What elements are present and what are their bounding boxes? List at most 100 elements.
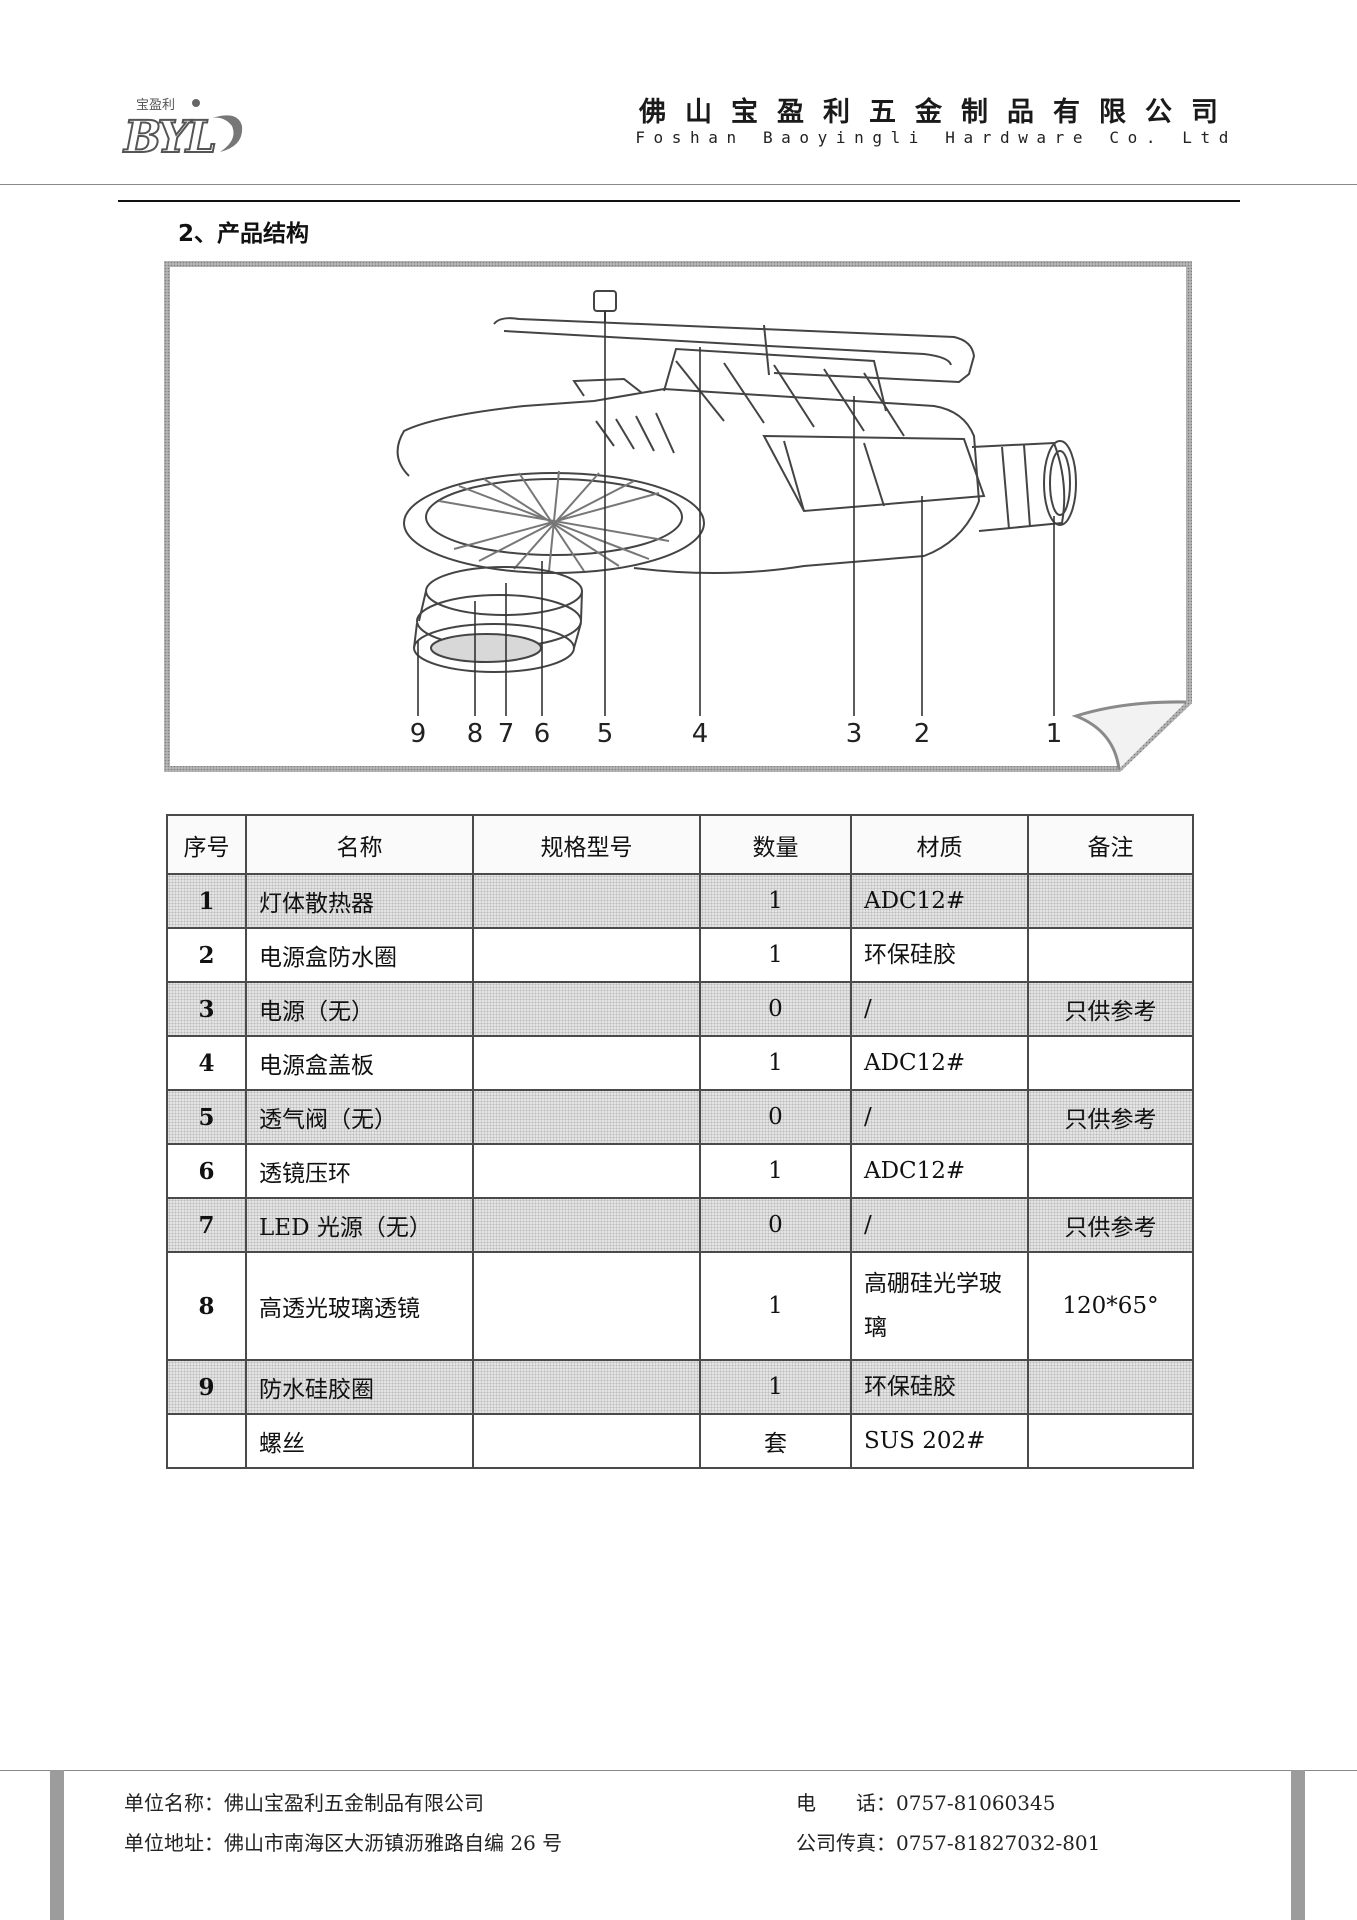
logo-text-top: 宝盈利 <box>136 98 175 113</box>
cell-no: 5 <box>166 1089 247 1145</box>
footer-side-bar-right <box>1291 1770 1305 1920</box>
header-material: 材质 <box>850 814 1029 875</box>
cell-name: 电源（无） <box>245 981 474 1037</box>
callout-2: 2 <box>914 719 931 749</box>
cell-note <box>1027 1413 1194 1469</box>
header-no: 序号 <box>166 814 247 875</box>
table-row: 3 电源（无） 0 / 只供参考 <box>166 981 1194 1037</box>
cell-note: 只供参考 <box>1027 1197 1194 1253</box>
footer-side-bar-left <box>50 1770 64 1920</box>
header-name: 名称 <box>245 814 474 875</box>
table-row: 8 高透光玻璃透镜 1 高硼硅光学玻璃 120*65° <box>166 1251 1194 1361</box>
cell-qty: 1 <box>699 1143 852 1199</box>
callout-4: 4 <box>692 719 709 749</box>
cell-name: 透气阀（无） <box>245 1089 474 1145</box>
callout-3: 3 <box>846 719 863 749</box>
cell-material: ADC12# <box>850 1035 1029 1091</box>
table-row: 2 电源盒防水圈 1 环保硅胶 <box>166 927 1194 983</box>
cell-material: 高硼硅光学玻璃 <box>850 1251 1029 1361</box>
header-divider-thick <box>118 200 1240 202</box>
cell-note <box>1027 1359 1194 1415</box>
cell-note <box>1027 1143 1194 1199</box>
cell-name: 高透光玻璃透镜 <box>245 1251 474 1361</box>
footer-unit-address: 单位地址：佛山市南海区大沥镇沥雅路自编 26 号 <box>124 1831 563 1855</box>
callout-9: 9 <box>410 719 427 749</box>
header-spec: 规格型号 <box>472 814 701 875</box>
cell-name: 螺丝 <box>245 1413 474 1469</box>
cell-no: 2 <box>166 927 247 983</box>
table-row: 6 透镜压环 1 ADC12# <box>166 1143 1194 1199</box>
company-name-en: Foshan Baoyingli Hardware Co. Ltd <box>635 128 1237 147</box>
cell-qty: 1 <box>699 1359 852 1415</box>
cell-name: 透镜压环 <box>245 1143 474 1199</box>
cell-material: / <box>850 1089 1029 1145</box>
cell-no <box>166 1413 247 1469</box>
section-title: 2、产品结构 <box>178 221 310 247</box>
cell-note: 只供参考 <box>1027 1089 1194 1145</box>
cell-spec <box>472 981 701 1037</box>
cell-note <box>1027 927 1194 983</box>
cell-spec <box>472 1143 701 1199</box>
cell-no: 7 <box>166 1197 247 1253</box>
cell-spec <box>472 1089 701 1145</box>
luminaire-body <box>396 290 1077 673</box>
logo-text-main: BYL <box>122 112 215 163</box>
cell-material: / <box>850 981 1029 1037</box>
table-row: 螺丝 套 SUS 202# <box>166 1413 1194 1469</box>
cell-spec <box>472 1197 701 1253</box>
cell-material: 环保硅胶 <box>850 927 1029 983</box>
cell-material: ADC12# <box>850 873 1029 929</box>
cell-no: 8 <box>166 1251 247 1361</box>
table-row: 5 透气阀（无） 0 / 只供参考 <box>166 1089 1194 1145</box>
cell-material: 环保硅胶 <box>850 1359 1029 1415</box>
drawing-frame-border <box>164 261 1192 772</box>
product-structure-drawing: 9 8 7 6 5 4 3 2 1 <box>164 261 1192 772</box>
cell-qty: 0 <box>699 1197 852 1253</box>
cell-note <box>1027 873 1194 929</box>
cell-spec <box>472 873 701 929</box>
callout-6: 6 <box>534 719 551 749</box>
cell-note: 只供参考 <box>1027 981 1194 1037</box>
cell-name: 电源盒防水圈 <box>245 927 474 983</box>
cell-note: 120*65° <box>1027 1251 1194 1361</box>
cell-qty: 0 <box>699 981 852 1037</box>
callout-5: 5 <box>597 719 614 749</box>
cell-no: 3 <box>166 981 247 1037</box>
callout-7: 7 <box>498 719 515 749</box>
header-qty: 数量 <box>699 814 852 875</box>
header-divider-thin <box>0 184 1357 185</box>
cell-qty: 套 <box>699 1413 852 1469</box>
table-row: 9 防水硅胶圈 1 环保硅胶 <box>166 1359 1194 1415</box>
parts-table: 序号 名称 规格型号 数量 材质 备注 1 灯体散热器 1 ADC12# 2 电… <box>166 814 1194 1469</box>
cell-no: 9 <box>166 1359 247 1415</box>
cell-spec <box>472 927 701 983</box>
cell-qty: 0 <box>699 1089 852 1145</box>
cell-qty: 1 <box>699 1251 852 1361</box>
callout-1: 1 <box>1046 719 1063 749</box>
cell-spec <box>472 1251 701 1361</box>
company-name-cn: 佛山宝盈利五金制品有限公司 <box>639 97 1237 128</box>
footer-fax: 公司传真：0757-81827032-801 <box>796 1831 1101 1855</box>
cell-qty: 1 <box>699 873 852 929</box>
cell-spec <box>472 1359 701 1415</box>
company-logo: 宝盈利 BYL <box>121 98 243 164</box>
table-row: 4 电源盒盖板 1 ADC12# <box>166 1035 1194 1091</box>
cell-spec <box>472 1035 701 1091</box>
cell-name: LED 光源（无） <box>245 1197 474 1253</box>
cell-note <box>1027 1035 1194 1091</box>
callout-leaders <box>417 311 1055 716</box>
cell-name: 电源盒盖板 <box>245 1035 474 1091</box>
logo-swoosh-icon <box>212 115 243 152</box>
cell-material: SUS 202# <box>850 1413 1029 1469</box>
cell-no: 6 <box>166 1143 247 1199</box>
footer-unit-name: 单位名称：佛山宝盈利五金制品有限公司 <box>124 1791 484 1815</box>
header-note: 备注 <box>1027 814 1194 875</box>
cell-name: 灯体散热器 <box>245 873 474 929</box>
cell-name: 防水硅胶圈 <box>245 1359 474 1415</box>
footer-divider <box>0 1770 1357 1771</box>
cell-qty: 1 <box>699 927 852 983</box>
logo-dot-icon <box>192 99 200 107</box>
cell-material: / <box>850 1197 1029 1253</box>
cell-material: ADC12# <box>850 1143 1029 1199</box>
page-curl-icon <box>1071 700 1187 770</box>
